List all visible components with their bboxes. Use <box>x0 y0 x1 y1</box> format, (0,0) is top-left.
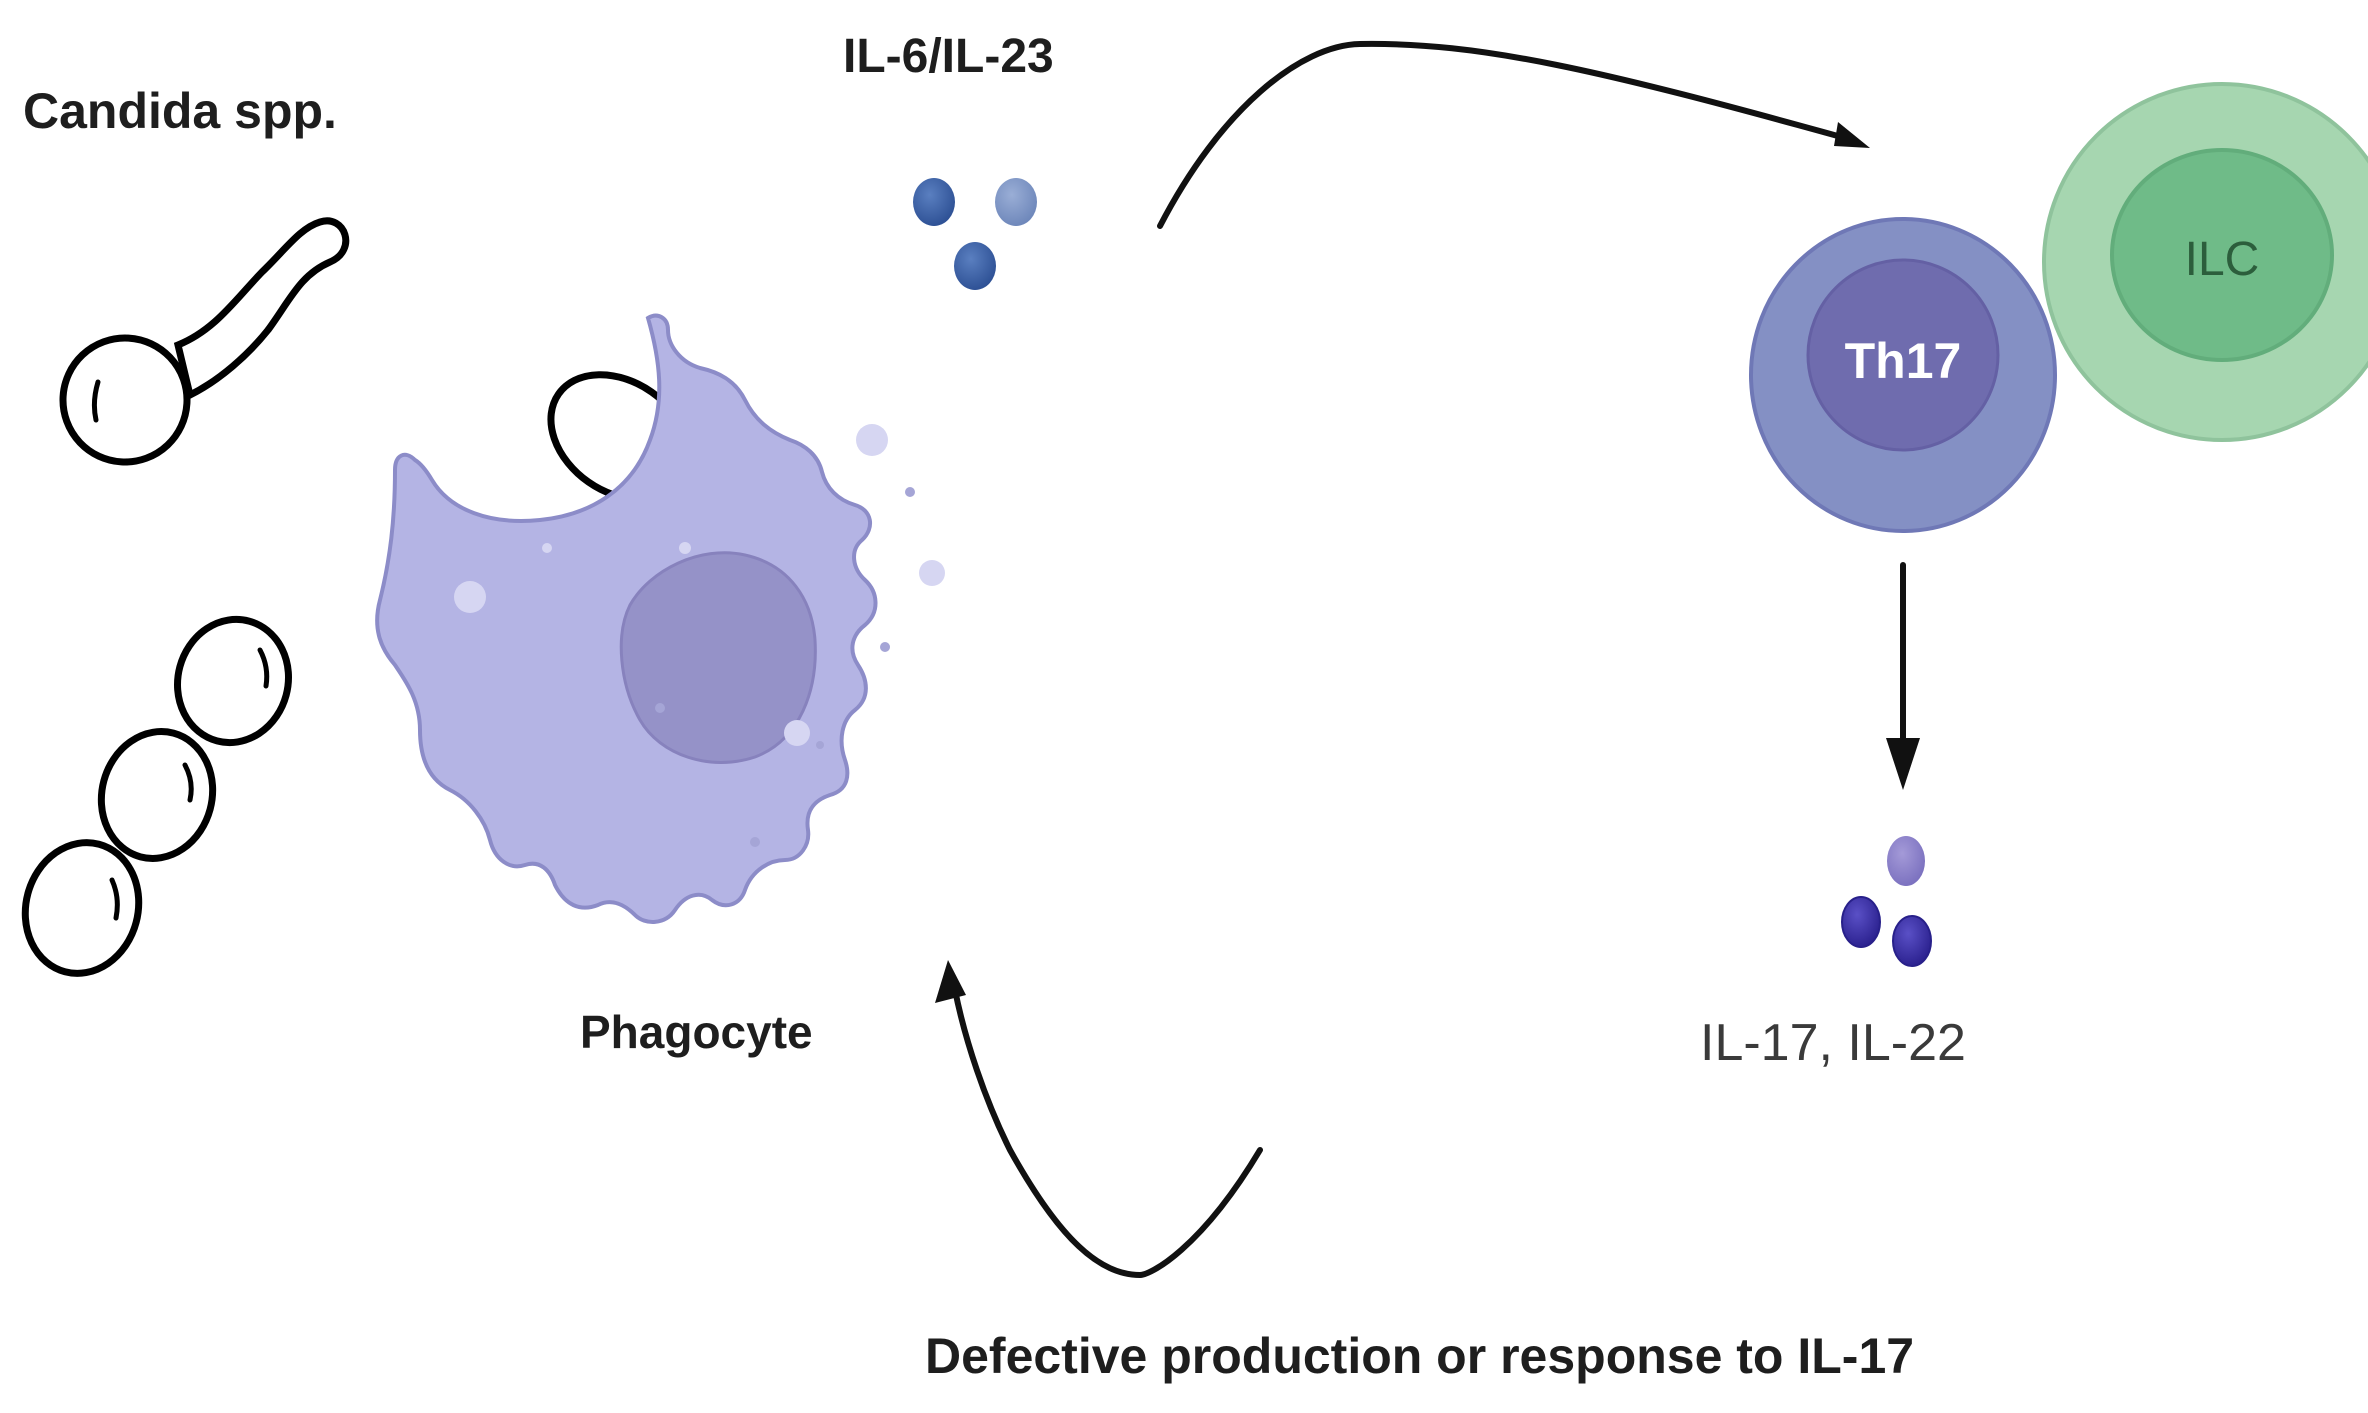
arrow-to-phagocyte <box>935 960 1263 1279</box>
cytokine-dot <box>1841 896 1881 948</box>
cytokine-dot <box>954 242 996 290</box>
cytokine-dot <box>913 178 955 226</box>
vesicle <box>679 542 691 554</box>
phagocyte <box>375 313 945 924</box>
granule <box>880 642 890 652</box>
granule <box>750 837 760 847</box>
granule <box>655 703 665 713</box>
cytokine-dot <box>1887 836 1925 886</box>
ilc-cell: ILC <box>2042 82 2368 442</box>
yeast-cell-1 <box>21 839 143 977</box>
vesicle <box>454 581 486 613</box>
yeast-cell-3 <box>174 615 292 747</box>
arrow-to-il17 <box>1886 562 1920 790</box>
candida-hyphal-cell <box>59 217 350 466</box>
caption: Defective production or response to IL-1… <box>925 1328 1914 1384</box>
th17-label: Th17 <box>1845 333 1962 389</box>
il17-il22-label: IL-17, IL-22 <box>1700 1014 1966 1072</box>
phagocyte-label: Phagocyte <box>580 1006 813 1058</box>
vesicle <box>919 560 945 586</box>
vesicle <box>856 424 888 456</box>
cytokine-dot <box>995 178 1037 226</box>
ilc-label: ILC <box>2185 233 2260 286</box>
vesicle <box>784 720 810 746</box>
candida-label: Candida spp. <box>23 83 337 139</box>
arrow-to-th17 <box>1157 40 1870 229</box>
phagocyte-nucleus <box>619 551 817 764</box>
granule <box>816 741 824 749</box>
il6-il23-cytokines <box>913 178 1037 290</box>
granule <box>905 487 915 497</box>
candida-yeast-chain <box>21 615 292 977</box>
cytokine-dot <box>1892 915 1932 967</box>
vesicle <box>542 543 552 553</box>
il17-il22-cytokines <box>1841 836 1932 967</box>
il6-il23-label: IL-6/IL-23 <box>843 30 1054 83</box>
th17-cell: Th17 <box>1749 217 2057 533</box>
